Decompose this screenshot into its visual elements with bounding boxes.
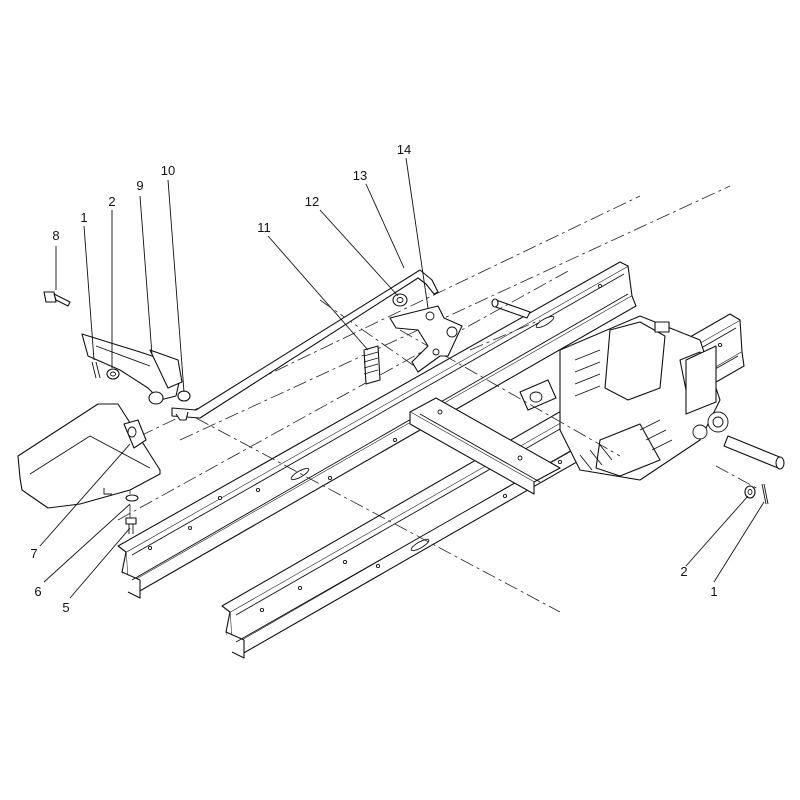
callout-11: 11 (257, 220, 271, 235)
callout-8: 8 (52, 228, 59, 243)
cotter-pin-part-1-right (761, 483, 769, 505)
bellcrank-part-14 (389, 305, 463, 373)
callout-2-right: 2 (680, 564, 687, 579)
callout-5: 5 (62, 600, 69, 615)
washer-part-6 (125, 494, 139, 502)
callout-2-left: 2 (108, 194, 115, 209)
upper-frame-rail (117, 261, 637, 599)
control-rod-part-13 (171, 269, 439, 421)
callout-6: 6 (34, 584, 41, 599)
footrest-pedal-part-7 (17, 403, 161, 509)
cotter-pin-part-1-left (91, 361, 101, 379)
lever-bracket-part-9 (81, 333, 183, 401)
leader-lines (39, 157, 765, 599)
callout-labels: 8 1 2 9 10 11 12 13 14 7 6 5 2 1 (30, 142, 717, 615)
transaxle-assembly (491, 298, 785, 481)
callout-1-left: 1 (80, 210, 87, 225)
washer-part-2-right (744, 485, 756, 499)
callout-9: 9 (136, 178, 143, 193)
callout-13: 13 (353, 168, 367, 183)
callout-12: 12 (305, 194, 319, 209)
washer-part-2-left (106, 368, 120, 380)
spring-part-11 (363, 345, 381, 385)
frame-cross-member (409, 397, 561, 495)
bolt-part-8 (43, 291, 71, 307)
callout-14: 14 (397, 142, 411, 157)
center-lines (117, 185, 761, 613)
callout-10: 10 (161, 163, 175, 178)
callout-1-right: 1 (710, 584, 717, 599)
callout-7: 7 (30, 546, 37, 561)
bushing-part-12 (392, 293, 408, 307)
